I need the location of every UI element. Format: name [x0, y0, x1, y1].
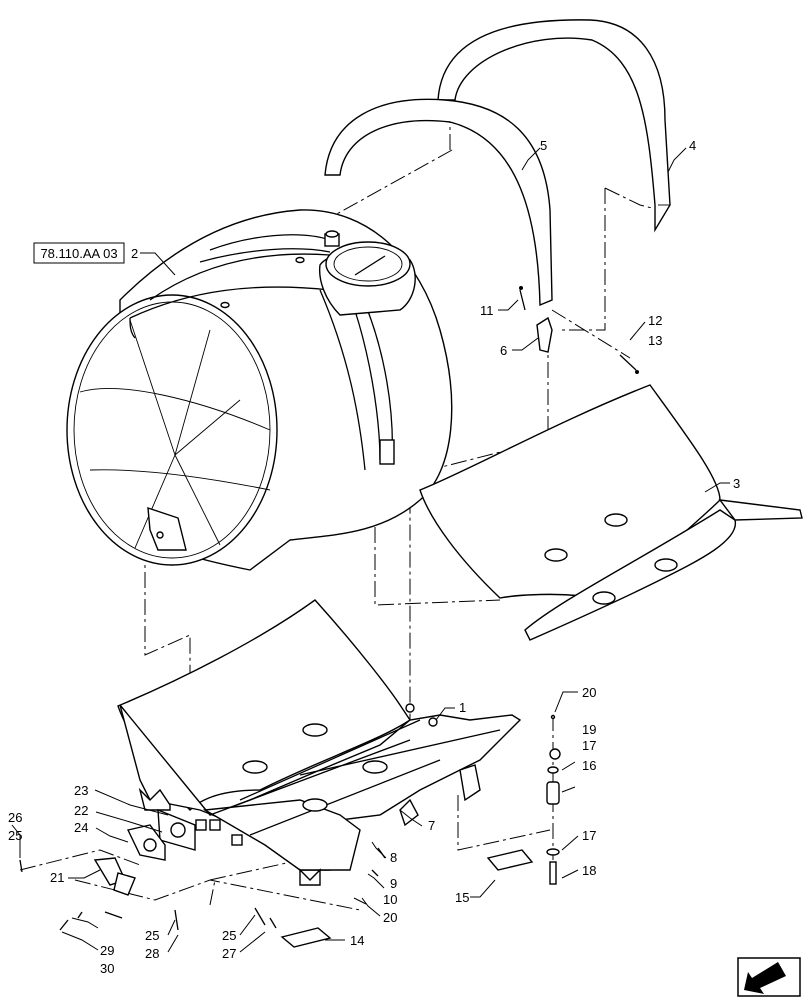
next-page-arrow-icon[interactable]: [737, 957, 801, 997]
callout-25-right: 25: [222, 928, 236, 943]
callout-labels: 2 5 4 11 6 12 13 3 1 20 19 17 16 17 18 7…: [8, 138, 740, 976]
callout-22: 22: [74, 803, 88, 818]
strap-front: [324, 98, 553, 307]
small-bolts: [19, 847, 386, 931]
callout-1: 1: [459, 700, 466, 715]
callout-11: 11: [480, 303, 494, 318]
callout-27: 27: [222, 946, 236, 961]
callout-19: 19: [582, 722, 596, 737]
callout-2: 2: [131, 246, 138, 261]
callout-20-bottom: 20: [383, 910, 397, 925]
callout-15: 15: [455, 890, 469, 905]
callout-4: 4: [689, 138, 696, 153]
fuel-tank: [66, 209, 453, 571]
callout-3: 3: [733, 476, 740, 491]
callout-7: 7: [428, 818, 435, 833]
callout-13: 13: [648, 333, 662, 348]
callout-25-left: 25: [8, 828, 22, 843]
callout-17-bottom: 17: [582, 828, 596, 843]
callout-8: 8: [390, 850, 397, 865]
callout-25-mid: 25: [145, 928, 159, 943]
callout-24: 24: [74, 820, 88, 835]
hardware-stack: [546, 714, 561, 885]
reference-link[interactable]: 78.110.AA 03: [33, 242, 125, 264]
callout-28: 28: [145, 946, 159, 961]
heat-shield: [419, 384, 803, 641]
callout-17-top: 17: [582, 738, 596, 753]
callout-14: 14: [350, 933, 364, 948]
callout-10: 10: [383, 892, 397, 907]
mount-bracket: [93, 808, 196, 896]
callout-26: 26: [8, 810, 22, 825]
callout-18: 18: [582, 863, 596, 878]
pads: [280, 849, 534, 948]
callout-9: 9: [390, 876, 397, 891]
strap-bracket: [519, 286, 639, 374]
callout-6: 6: [500, 343, 507, 358]
strap-rear: [437, 19, 671, 233]
callout-12: 12: [648, 313, 662, 328]
callout-30: 30: [100, 961, 114, 976]
tank-cradle: [117, 599, 522, 886]
callout-21: 21: [50, 870, 64, 885]
reference-box-label: 78.110.AA 03: [40, 246, 117, 261]
callout-29: 29: [100, 943, 114, 958]
callout-20-top: 20: [582, 685, 596, 700]
callout-16: 16: [582, 758, 596, 773]
callout-5: 5: [540, 138, 547, 153]
leader-lines: [11, 147, 730, 953]
callout-23: 23: [74, 783, 88, 798]
